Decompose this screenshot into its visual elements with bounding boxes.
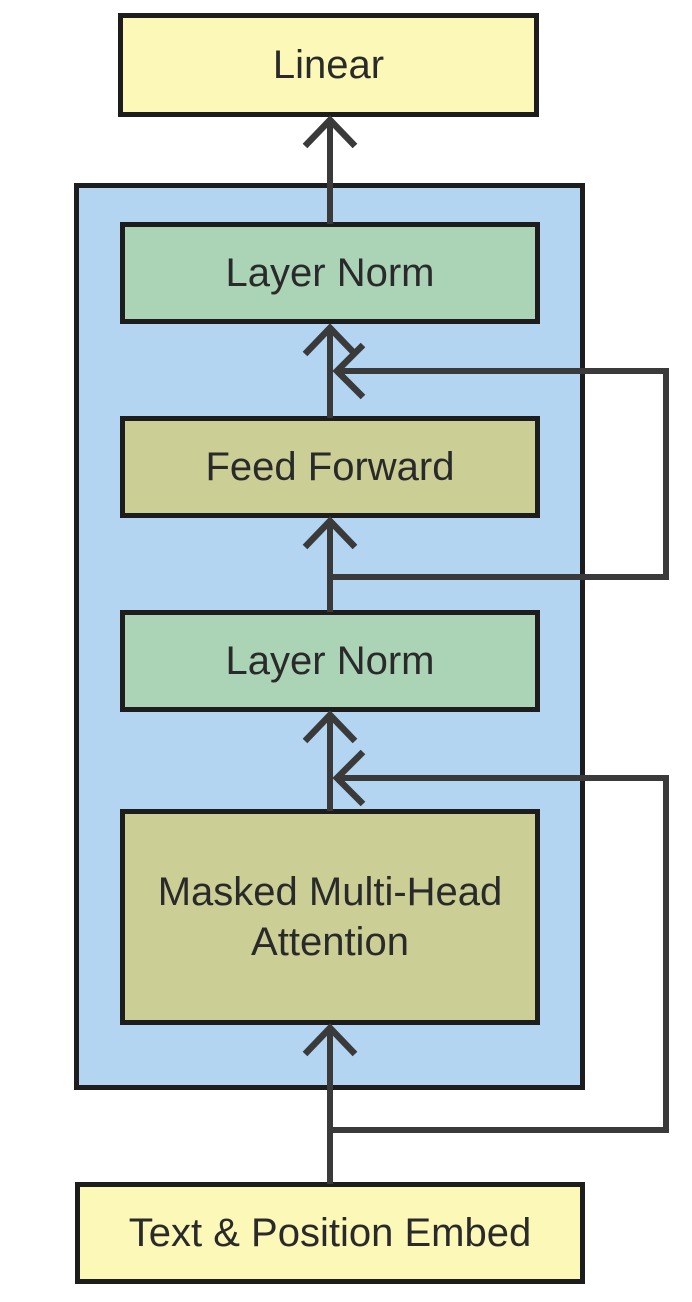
node-layer-norm-upper: Layer Norm	[120, 222, 540, 324]
node-layer-norm-lower-label: Layer Norm	[225, 639, 435, 683]
node-feed-forward: Feed Forward	[120, 416, 540, 518]
node-feed-forward-label: Feed Forward	[205, 445, 455, 489]
node-text-position-embed-label: Text & Position Embed	[128, 1211, 532, 1255]
node-masked-multi-head-attention: Masked Multi-Head Attention	[120, 809, 540, 1025]
node-layer-norm-upper-label: Layer Norm	[225, 251, 435, 295]
node-layer-norm-lower: Layer Norm	[120, 610, 540, 712]
node-linear: Linear	[118, 13, 539, 117]
node-linear-label: Linear	[272, 43, 385, 87]
node-text-position-embed: Text & Position Embed	[75, 1182, 585, 1284]
arrowhead-up-icon	[302, 115, 358, 149]
node-masked-multi-head-attention-label: Masked Multi-Head Attention	[157, 870, 503, 964]
